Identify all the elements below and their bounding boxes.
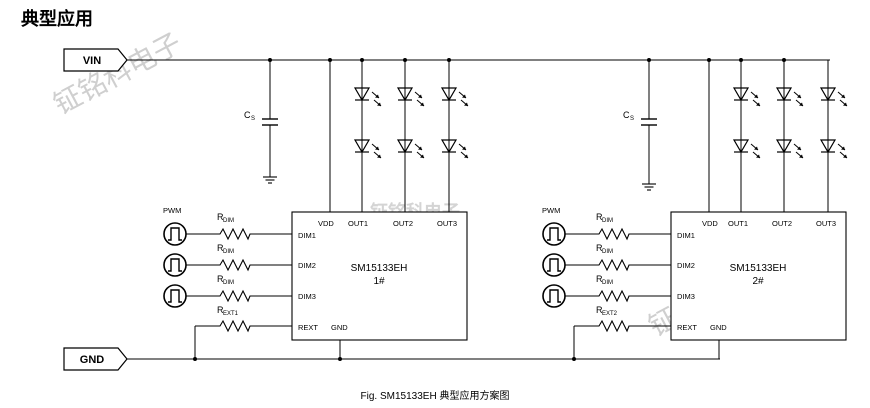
svg-text:OUT1: OUT1 bbox=[728, 219, 748, 228]
led-icon bbox=[776, 139, 804, 159]
svg-text:DIM: DIM bbox=[602, 280, 613, 286]
pwm-source-icon bbox=[163, 222, 187, 246]
svg-text:REXT: REXT bbox=[298, 323, 318, 332]
svg-text:S: S bbox=[251, 116, 255, 122]
svg-text:OUT1: OUT1 bbox=[348, 219, 368, 228]
svg-text:GND: GND bbox=[331, 323, 348, 332]
resistor-icon bbox=[593, 320, 635, 332]
svg-text:R: R bbox=[217, 305, 224, 315]
resistor-icon bbox=[593, 228, 635, 240]
svg-text:R: R bbox=[596, 305, 603, 315]
chip-left bbox=[291, 211, 468, 341]
svg-text:DIM1: DIM1 bbox=[677, 231, 695, 240]
svg-text:VDD: VDD bbox=[702, 219, 718, 228]
led-icon bbox=[441, 87, 469, 107]
svg-text:DIM2: DIM2 bbox=[298, 261, 316, 270]
svg-text:DIM3: DIM3 bbox=[677, 292, 695, 301]
led-icon bbox=[820, 87, 848, 107]
chip-index-right: 2# bbox=[752, 276, 764, 287]
pwm-source-icon bbox=[542, 222, 566, 246]
svg-text:DIM2: DIM2 bbox=[677, 261, 695, 270]
led-icon bbox=[733, 87, 761, 107]
svg-text:DIM: DIM bbox=[223, 280, 234, 286]
svg-text:VDD: VDD bbox=[318, 219, 334, 228]
resistor-icon bbox=[593, 259, 635, 271]
svg-text:DIM: DIM bbox=[223, 218, 234, 224]
led-icon bbox=[776, 87, 804, 107]
page-title: 典型应用 bbox=[21, 9, 93, 29]
pwm-label-left: PWM bbox=[163, 206, 181, 215]
svg-text:OUT2: OUT2 bbox=[393, 219, 413, 228]
svg-text:DIM: DIM bbox=[602, 218, 613, 224]
pwm-source-icon bbox=[163, 284, 187, 308]
svg-text:DIM1: DIM1 bbox=[298, 231, 316, 240]
led-icon bbox=[354, 87, 382, 107]
svg-text:S: S bbox=[630, 116, 634, 122]
chip-right bbox=[670, 211, 847, 341]
svg-text:R: R bbox=[596, 212, 603, 222]
cap-label-left: C bbox=[244, 110, 251, 120]
resistor-icon bbox=[214, 320, 256, 332]
svg-text:OUT3: OUT3 bbox=[816, 219, 836, 228]
svg-text:REXT: REXT bbox=[677, 323, 697, 332]
svg-text:DIM: DIM bbox=[602, 249, 613, 255]
svg-text:EXT1: EXT1 bbox=[223, 311, 239, 317]
watermark-1: 钲铭科电子 bbox=[48, 27, 186, 120]
resistor-icon bbox=[214, 290, 256, 302]
svg-text:GND: GND bbox=[710, 323, 727, 332]
svg-text:钲铭科电子: 钲铭科电子 bbox=[48, 27, 186, 120]
resistor-icon bbox=[214, 259, 256, 271]
pwm-source-icon bbox=[163, 253, 187, 277]
svg-text:R: R bbox=[217, 212, 224, 222]
vin-label: VIN bbox=[83, 55, 101, 67]
cap-label-right: C bbox=[623, 110, 630, 120]
chip-name-left: SM15133EH bbox=[351, 263, 408, 274]
svg-text:OUT2: OUT2 bbox=[772, 219, 792, 228]
pwm-source-icon bbox=[542, 284, 566, 308]
svg-text:DIM3: DIM3 bbox=[298, 292, 316, 301]
chip-index-left: 1# bbox=[373, 276, 385, 287]
led-icon bbox=[820, 139, 848, 159]
svg-text:EXT2: EXT2 bbox=[602, 311, 618, 317]
led-icon bbox=[354, 139, 382, 159]
circuit-right: C S VDD OUT1 OUT2 OUT3 DIM1 DIM2 DIM3 RE… bbox=[542, 58, 848, 361]
figure-caption: Fig. SM15133EH 典型应用方案图 bbox=[361, 389, 510, 402]
svg-text:R: R bbox=[217, 274, 224, 284]
svg-text:OUT3: OUT3 bbox=[437, 219, 457, 228]
svg-text:R: R bbox=[596, 274, 603, 284]
led-icon bbox=[397, 87, 425, 107]
circuit-left: C S VDD OUT1 OUT2 OUT3 DIM1 DIM2 DIM3 RE… bbox=[163, 58, 469, 361]
pwm-label-right: PWM bbox=[542, 206, 560, 215]
pwm-source-icon bbox=[542, 253, 566, 277]
resistor-icon bbox=[214, 228, 256, 240]
led-icon bbox=[441, 139, 469, 159]
led-icon bbox=[397, 139, 425, 159]
svg-text:DIM: DIM bbox=[223, 249, 234, 255]
led-icon bbox=[733, 139, 761, 159]
resistor-icon bbox=[593, 290, 635, 302]
gnd-terminal: GND bbox=[63, 347, 128, 371]
svg-text:R: R bbox=[596, 243, 603, 253]
svg-text:R: R bbox=[217, 243, 224, 253]
vin-terminal: VIN bbox=[63, 48, 128, 72]
gnd-label: GND bbox=[80, 354, 105, 366]
chip-name-right: SM15133EH bbox=[730, 263, 787, 274]
